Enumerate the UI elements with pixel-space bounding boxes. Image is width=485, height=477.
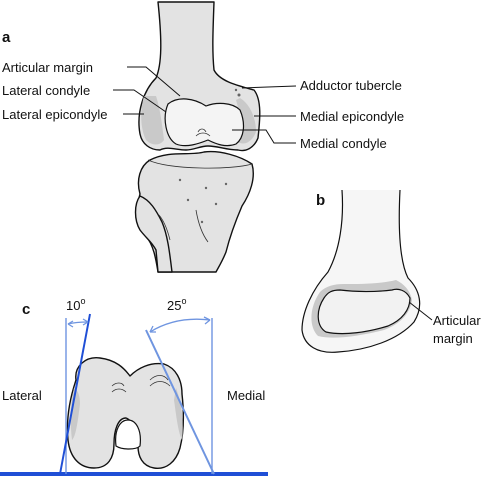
fibula-head xyxy=(134,195,173,273)
label-lateral-condyle: Lateral condyle xyxy=(2,83,90,98)
label-medial-epicondyle: Medial epicondyle xyxy=(300,109,404,124)
label-articular-margin: Articular margin xyxy=(2,60,93,75)
label-adductor-tubercle: Adductor tubercle xyxy=(300,78,402,93)
femur-posterior-view xyxy=(66,357,185,469)
articular-surface xyxy=(164,98,245,147)
label-angle-medial: 25o xyxy=(167,296,186,313)
leader-medial-condyle xyxy=(232,129,296,144)
panel-a: a Articular margin Lateral condyle Later… xyxy=(2,1,404,273)
label-medial: Medial xyxy=(227,388,265,403)
panel-b: b Articular margin xyxy=(301,189,481,353)
tangent-medial xyxy=(145,329,215,475)
medial-condyle-shade-c xyxy=(174,388,183,440)
leader-adductor-tubercle xyxy=(241,85,297,89)
tangent-lateral xyxy=(59,313,91,475)
label-b-margin: margin xyxy=(433,331,473,346)
leader-lateral-condyle xyxy=(113,89,167,113)
leader-articular-margin-b xyxy=(408,301,433,321)
label-angle-lateral: 10o xyxy=(66,296,85,313)
label-lateral: Lateral xyxy=(2,388,42,403)
label-b-articular: Articular xyxy=(433,313,481,328)
label-lateral-epicondyle: Lateral epicondyle xyxy=(2,107,108,122)
lateral-epicondyle-shade xyxy=(141,96,164,145)
label-medial-condyle: Medial condyle xyxy=(300,136,387,151)
panel-b-letter: b xyxy=(316,192,325,209)
angle-arc-medial xyxy=(149,318,211,333)
leader-articular-margin xyxy=(127,66,181,97)
panel-c: c Lateral Medial 10o 25o xyxy=(0,296,268,476)
panel-c-letter: c xyxy=(22,301,30,318)
articular-cartilage-outline xyxy=(317,288,411,335)
panel-a-letter: a xyxy=(2,29,11,46)
intercondylar-notch xyxy=(115,419,141,450)
